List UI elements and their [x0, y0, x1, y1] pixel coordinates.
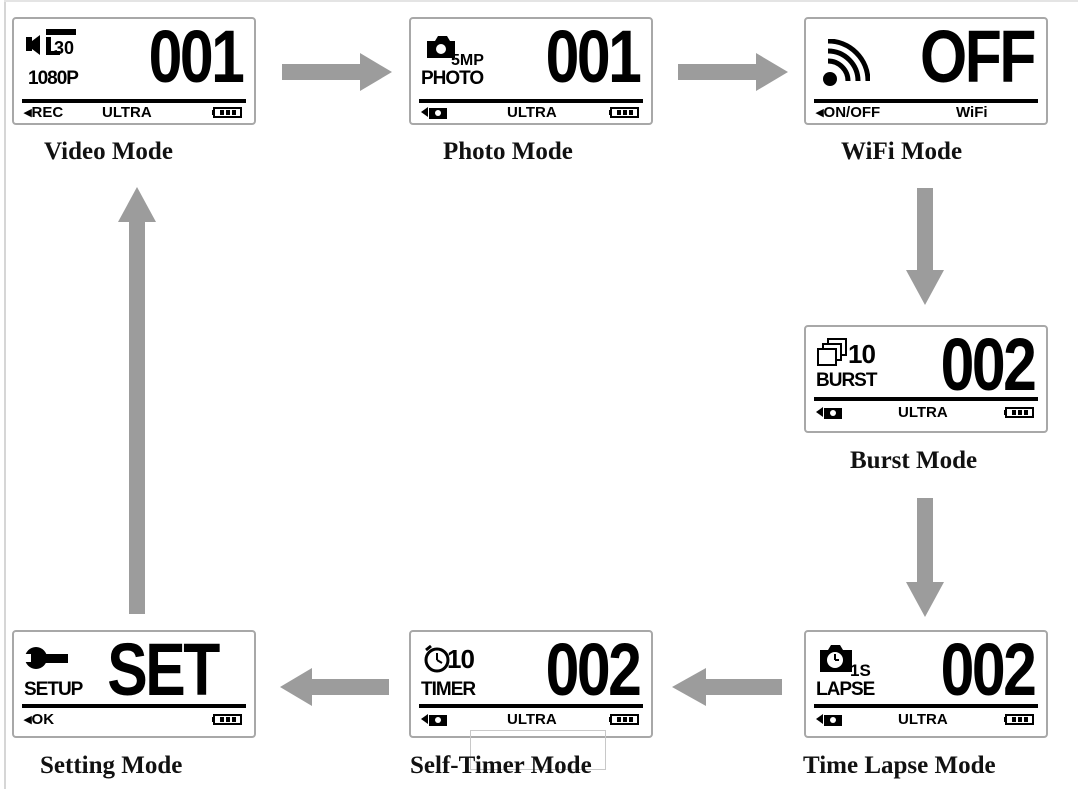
timer-mode-caption: Self-Timer Mode: [410, 752, 592, 779]
photo-mode-caption: Photo Mode: [443, 138, 573, 165]
video-mode-screen: 30 1080P 001 ◂REC ULTRA: [12, 17, 256, 125]
battery-icon: [609, 107, 639, 118]
back-camera-icon: [421, 714, 447, 726]
video-divider: [22, 99, 246, 103]
timer-label: TIMER: [421, 679, 476, 700]
photo-quality: ULTRA: [507, 104, 557, 121]
setting-mode-caption: Setting Mode: [40, 752, 183, 779]
back-camera-icon: [421, 107, 447, 119]
battery-icon: [1004, 714, 1034, 725]
arrow-setting-to-video: [118, 187, 156, 614]
wifi-status: OFF: [920, 15, 1036, 98]
timer-icon: [424, 644, 450, 673]
burst-mode-caption: Burst Mode: [850, 447, 978, 474]
lapse-counter: 002: [940, 628, 1036, 711]
arrow-video-to-photo: [282, 53, 392, 91]
battery-icon: [212, 714, 242, 725]
lapse-label: LAPSE: [816, 679, 875, 700]
timer-counter: 002: [545, 628, 641, 711]
timer-mode-screen: 10 TIMER 002 ULTRA: [409, 630, 653, 738]
video-mode-caption: Video Mode: [44, 138, 173, 165]
video-camera-icon: [26, 29, 76, 55]
burst-stack-icon: [817, 338, 847, 366]
video-frame-rate: 30: [54, 38, 75, 58]
arrow-wifi-to-burst: [906, 188, 944, 305]
wifi-mode-caption: WiFi Mode: [841, 138, 963, 165]
page-top-border: [4, 0, 1078, 2]
battery-icon: [609, 714, 639, 725]
setting-ok-label: ◂OK: [24, 711, 55, 728]
battery-icon: [212, 107, 242, 118]
photo-label: PHOTO: [421, 68, 484, 89]
arrow-timer-to-setting: [280, 668, 389, 706]
wifi-mode-screen: OFF ◂ON/OFF WiFi: [804, 17, 1048, 125]
photo-counter: 001: [545, 15, 641, 98]
page-left-border: [4, 0, 6, 789]
photo-resolution: 5MP: [451, 52, 484, 69]
lapse-quality: ULTRA: [898, 711, 948, 728]
lapse-mode-screen: 1S LAPSE 002 ULTRA: [804, 630, 1048, 738]
photo-divider: [419, 99, 643, 103]
setting-divider: [22, 704, 246, 708]
wifi-toggle-label: ◂ON/OFF: [816, 104, 881, 121]
burst-quality: ULTRA: [898, 404, 948, 421]
burst-label: BURST: [816, 370, 877, 391]
video-rec-label: ◂REC: [24, 104, 64, 121]
video-quality: ULTRA: [102, 104, 152, 121]
wifi-label: WiFi: [956, 104, 988, 121]
camera-icon: [427, 36, 455, 58]
lapse-divider: [814, 704, 1038, 708]
burst-count: 10: [848, 339, 876, 369]
video-counter: 001: [148, 15, 244, 98]
setting-mode-screen: SETUP SET ◂OK: [12, 630, 256, 738]
arrow-photo-to-wifi: [678, 53, 788, 91]
setting-label: SETUP: [24, 679, 83, 700]
back-camera-icon: [816, 407, 842, 419]
burst-mode-screen: 10 BURST 002 ULTRA: [804, 325, 1048, 433]
arrow-burst-to-lapse: [906, 498, 944, 617]
lapse-interval: 1S: [850, 661, 871, 680]
wifi-signal-icon: [823, 39, 870, 86]
back-camera-icon: [816, 714, 842, 726]
lapse-mode-caption: Time Lapse Mode: [803, 752, 996, 779]
timer-quality: ULTRA: [507, 711, 557, 728]
arrow-lapse-to-timer: [672, 668, 782, 706]
wrench-icon: [24, 647, 68, 669]
time-lapse-icon: [820, 645, 852, 672]
timer-divider: [419, 704, 643, 708]
setting-big-text: SET: [107, 628, 220, 711]
burst-divider: [814, 397, 1038, 401]
battery-icon: [1004, 407, 1034, 418]
photo-mode-screen: 5MP PHOTO 001 ULTRA: [409, 17, 653, 125]
wifi-divider: [814, 99, 1038, 103]
burst-counter: 002: [940, 323, 1036, 406]
caption-highlight-box: [470, 730, 606, 770]
video-resolution: 1080P: [28, 68, 79, 89]
timer-seconds: 10: [447, 644, 475, 674]
